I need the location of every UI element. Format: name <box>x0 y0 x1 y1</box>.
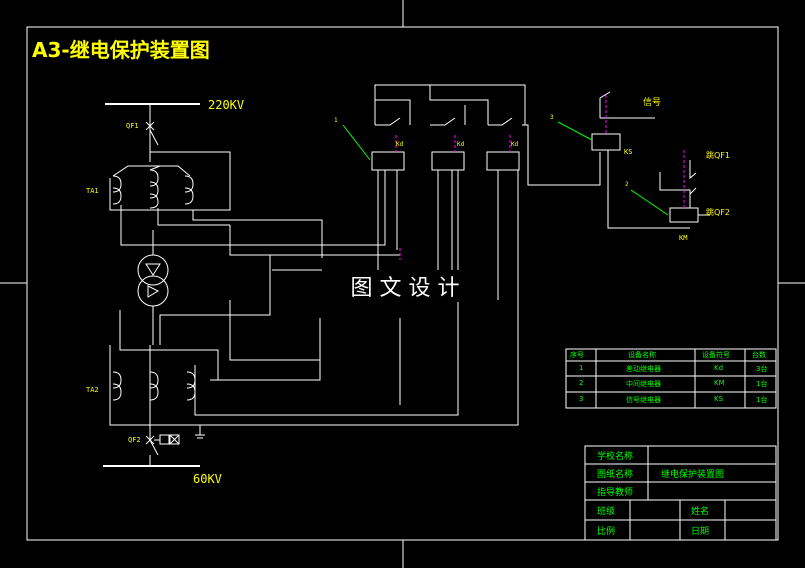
row-name: 差动继电器 <box>626 365 661 373</box>
header-symbol: 设备符号 <box>702 351 730 359</box>
row-name: 信号继电器 <box>626 396 661 404</box>
school-label: 学校名称 <box>597 452 634 462</box>
ta1-label: TA1 <box>86 187 99 195</box>
name-label: 姓名 <box>691 507 710 517</box>
row-symbol: KM <box>714 379 725 387</box>
title-block-grid <box>584 445 777 541</box>
row-symbol: Kd <box>714 364 724 372</box>
callout-3: 3 <box>550 114 554 121</box>
advisor-label: 指导教师 <box>597 488 634 498</box>
kd-label-2: Kd <box>457 141 465 148</box>
parts-table: 序号 设备名称 设备符号 台数 1 差动继电器 Kd 3台 2 中间继电器 KM… <box>566 349 776 408</box>
trip-qf2-label: 跳QF2 <box>706 208 730 217</box>
qf2-label: QF2 <box>128 436 141 444</box>
mechanical-links <box>395 95 685 260</box>
km-label: KM <box>679 234 688 242</box>
row-index: 3 <box>579 395 584 403</box>
header-qty: 台数 <box>752 351 766 359</box>
lv-bus-label: 60KV <box>193 472 222 486</box>
row-index: 2 <box>579 379 584 387</box>
power-transformer-icon <box>137 230 169 345</box>
date-label: 日期 <box>691 527 710 537</box>
lv-bus <box>103 434 200 467</box>
title-block: 学校名称 图纸名称 继电保护装置图 指导教师 班级 姓名 比例 日期 <box>585 446 776 540</box>
ta1-coils <box>109 148 386 258</box>
ks-label: KS <box>624 148 633 156</box>
drawing-title: A3-继电保护装置图 <box>32 38 210 62</box>
qf1-label: QF1 <box>126 122 139 130</box>
hv-bus <box>105 103 200 148</box>
row-qty: 1台 <box>756 380 768 388</box>
drawing-name-value: 继电保护装置图 <box>661 470 725 480</box>
row-qty: 3台 <box>756 365 768 373</box>
relay-kd-3 <box>486 151 520 300</box>
row-name: 中间继电器 <box>626 380 661 388</box>
callout-arrows <box>342 121 669 216</box>
parts-table-header: 序号 设备名称 设备符号 台数 <box>566 350 776 362</box>
parts-table-grid <box>565 348 777 409</box>
signal-label: 信号 <box>643 98 662 108</box>
relay-contacts <box>374 84 601 186</box>
callout-2: 2 <box>625 181 629 188</box>
kd-label-1: Kd <box>396 141 404 148</box>
header-name: 设备名称 <box>628 351 656 359</box>
trip-qf1-label: 跳QF1 <box>706 151 730 160</box>
drawing-name-label: 图纸名称 <box>597 470 634 480</box>
row-index: 1 <box>579 364 584 372</box>
kd-label-3: Kd <box>511 141 519 148</box>
row-qty: 1台 <box>756 396 768 404</box>
header-index: 序号 <box>570 351 584 359</box>
qf1-breaker-icon <box>149 129 159 146</box>
class-label: 班级 <box>597 507 616 517</box>
relay-ks <box>591 91 690 229</box>
wiring-mid <box>119 225 400 381</box>
row-symbol: KS <box>714 395 724 403</box>
watermark: 图 文 设 计 <box>325 270 485 302</box>
ta2-label: TA2 <box>86 386 99 394</box>
hv-bus-label: 220KV <box>208 98 245 112</box>
callout-1: 1 <box>334 117 338 124</box>
scale-label: 比例 <box>597 527 616 537</box>
relay-km <box>659 160 710 223</box>
